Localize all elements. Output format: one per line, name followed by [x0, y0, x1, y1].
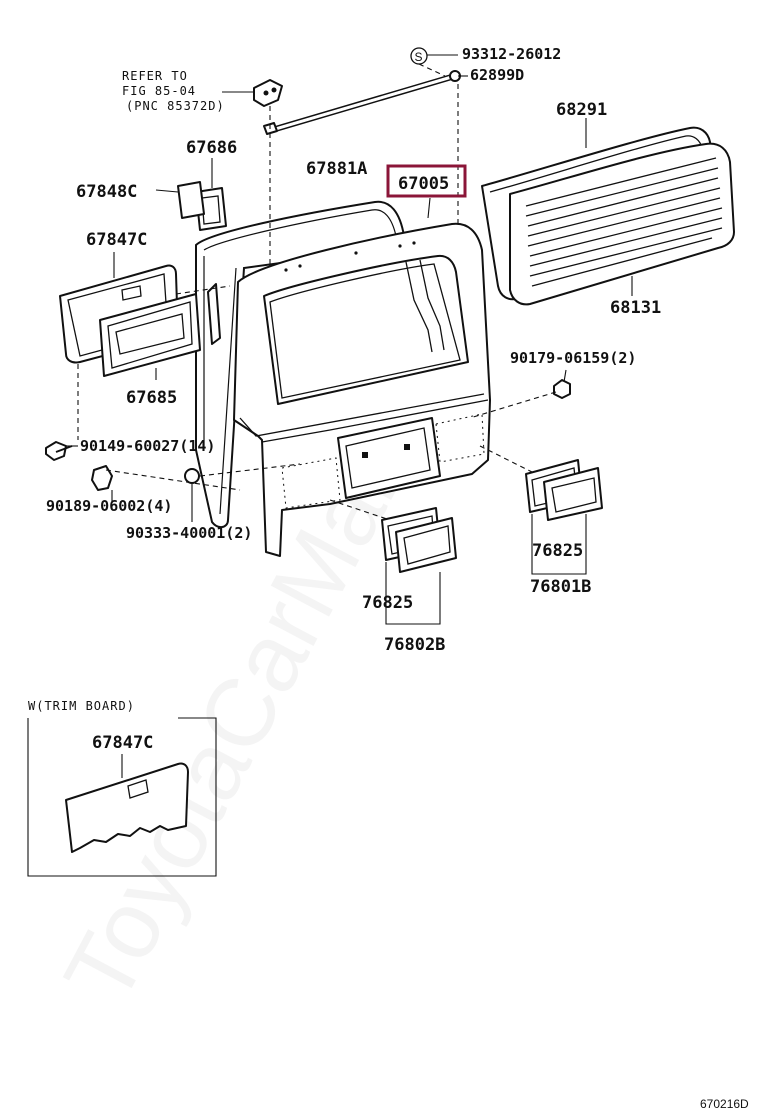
trim-cover-67685 [99, 293, 201, 377]
inset-title: W(TRIM BOARD) [28, 699, 135, 713]
refer-note-line2: FIG 85-04 [122, 84, 196, 98]
support-rod [263, 70, 461, 135]
label-67005: 67005 [398, 174, 449, 194]
label-67686: 67686 [186, 138, 237, 158]
label-90333-40001: 90333-40001(2) [126, 524, 252, 542]
label-67847c: 67847C [86, 230, 147, 250]
label-67881a: 67881A [306, 159, 367, 179]
clip-90149 [45, 441, 73, 461]
label-76825-lower: 76825 [362, 593, 413, 613]
label-90179-06159: 90179-06159(2) [510, 349, 636, 367]
weatherstrip-67881a [195, 200, 405, 528]
garnish-76802b [395, 517, 457, 573]
garnish-76801b [543, 467, 603, 521]
label-76825-right: 76825 [532, 541, 583, 561]
bolt-90179 [553, 379, 571, 399]
label-62899d: 62899D [470, 66, 524, 84]
label-68291: 68291 [556, 100, 607, 120]
label-90149-60027: 90149-60027(14) [80, 437, 215, 455]
trim-board-panel [65, 762, 189, 853]
label-90189-06002: 90189-06002(4) [46, 497, 172, 515]
label-93312-26012: 93312-26012 [462, 45, 561, 63]
figure-id: 670216D [700, 1097, 749, 1111]
screw-symbol-icon: S [410, 47, 428, 65]
label-67848c: 67848C [76, 182, 137, 202]
label-76802b: 76802B [384, 635, 445, 655]
highlight-box-67005 [386, 164, 467, 198]
label-76801b: 76801B [530, 577, 591, 597]
hinge-bracket [253, 79, 283, 107]
refer-note: REFER TO FIG 85-04 (PNC 85372D) [122, 69, 225, 113]
back-glass [509, 142, 735, 306]
part-67686 [195, 187, 227, 231]
back-door-panel [233, 222, 491, 557]
plug-90333 [184, 468, 200, 484]
nut-90189 [91, 465, 113, 491]
inset-trim-board: W(TRIM BOARD) 67847C [27, 699, 217, 877]
refer-note-line3: (PNC 85372D) [126, 99, 225, 113]
inset-label-67847c: 67847C [92, 733, 153, 753]
refer-note-line1: REFER TO [122, 69, 188, 83]
label-67685: 67685 [126, 388, 177, 408]
part-67848c [177, 181, 205, 219]
label-68131: 68131 [610, 298, 661, 318]
svg-text:S: S [415, 50, 423, 64]
